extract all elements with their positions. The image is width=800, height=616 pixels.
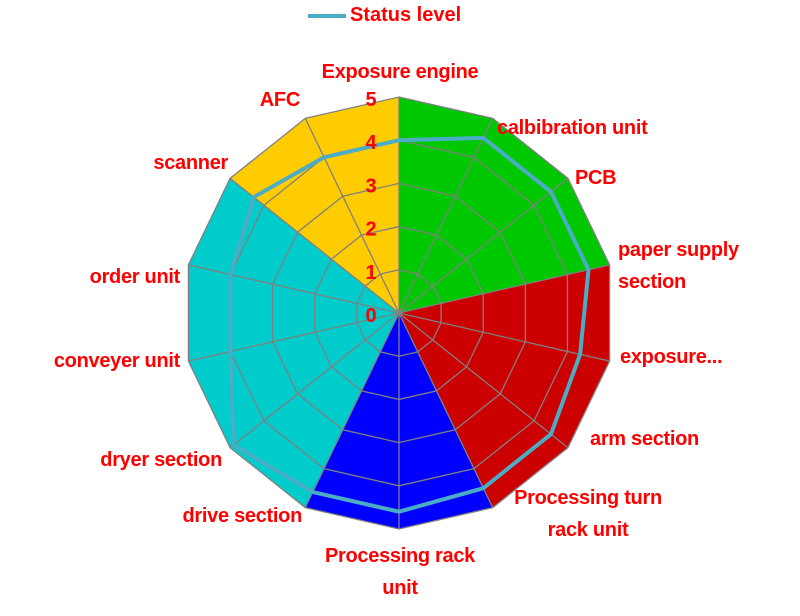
axis-spoke [304, 312, 400, 508]
category-label-line: rack unit [547, 519, 629, 541]
category-label-line: order unit [89, 266, 181, 288]
axis-tick-label: 3 [365, 175, 376, 197]
legend: Status level [308, 4, 461, 27]
axis-spoke [304, 118, 400, 314]
category-label-12: scanner [153, 147, 228, 179]
category-label-11: order unit [89, 261, 181, 293]
category-label-0: Exposure engine [322, 56, 479, 88]
category-label-line: dryer section [100, 449, 222, 471]
legend-swatch-status-level [308, 13, 346, 18]
category-label-2: PCB [575, 162, 617, 194]
axis-spoke [398, 177, 569, 314]
axis-spoke [398, 264, 610, 314]
category-label-13: AFC [259, 84, 301, 116]
category-label-line: exposure... [620, 346, 723, 368]
background-section-3 [188, 178, 399, 508]
axis-spoke [398, 312, 610, 362]
axis-spoke [229, 177, 400, 314]
category-label-line: scanner [153, 152, 228, 174]
axis-tick-label: 4 [365, 132, 377, 154]
category-label-line: calbibration unit [497, 117, 648, 139]
category-label-line: arm section [590, 428, 699, 450]
category-label-1: calbibration unit [497, 112, 648, 144]
category-label-line: conveyer unit [53, 350, 180, 372]
axis-spoke [398, 312, 494, 508]
category-label-line: Processing rack [324, 545, 476, 567]
category-label-line: AFC [259, 89, 301, 111]
category-label-line: section [618, 271, 686, 293]
axis-spoke [188, 264, 400, 314]
category-label-7: Processing rack unit [325, 540, 475, 604]
category-label-5: arm section [590, 423, 699, 455]
axis-tick-label: 5 [365, 89, 376, 111]
background-section-0 [399, 97, 610, 313]
axis-spoke [398, 118, 494, 314]
category-label-9: dryer section [100, 444, 222, 476]
axis-tick-label: 0 [365, 305, 376, 327]
axis-spoke [188, 312, 400, 362]
category-label-3: paper supply section [618, 234, 739, 298]
category-label-line: PCB [575, 167, 617, 189]
axis-tick-label: 1 [365, 262, 376, 284]
category-label-line: unit [382, 577, 418, 599]
category-label-8: drive section [182, 500, 303, 532]
axis-spoke [398, 312, 569, 449]
category-label-line: Exposure engine [321, 61, 479, 83]
category-label-line: drive section [182, 505, 303, 527]
category-label-10: conveyer unit [54, 345, 180, 377]
category-label-4: exposure... [620, 341, 723, 373]
axis-spoke [229, 312, 400, 449]
category-label-6: Processing turn rack unit [514, 482, 662, 546]
category-label-line: Processing turn [514, 487, 662, 509]
legend-label: Status level [350, 4, 462, 26]
axis-tick-label: 2 [365, 219, 376, 241]
category-label-line: paper supply [618, 239, 739, 261]
